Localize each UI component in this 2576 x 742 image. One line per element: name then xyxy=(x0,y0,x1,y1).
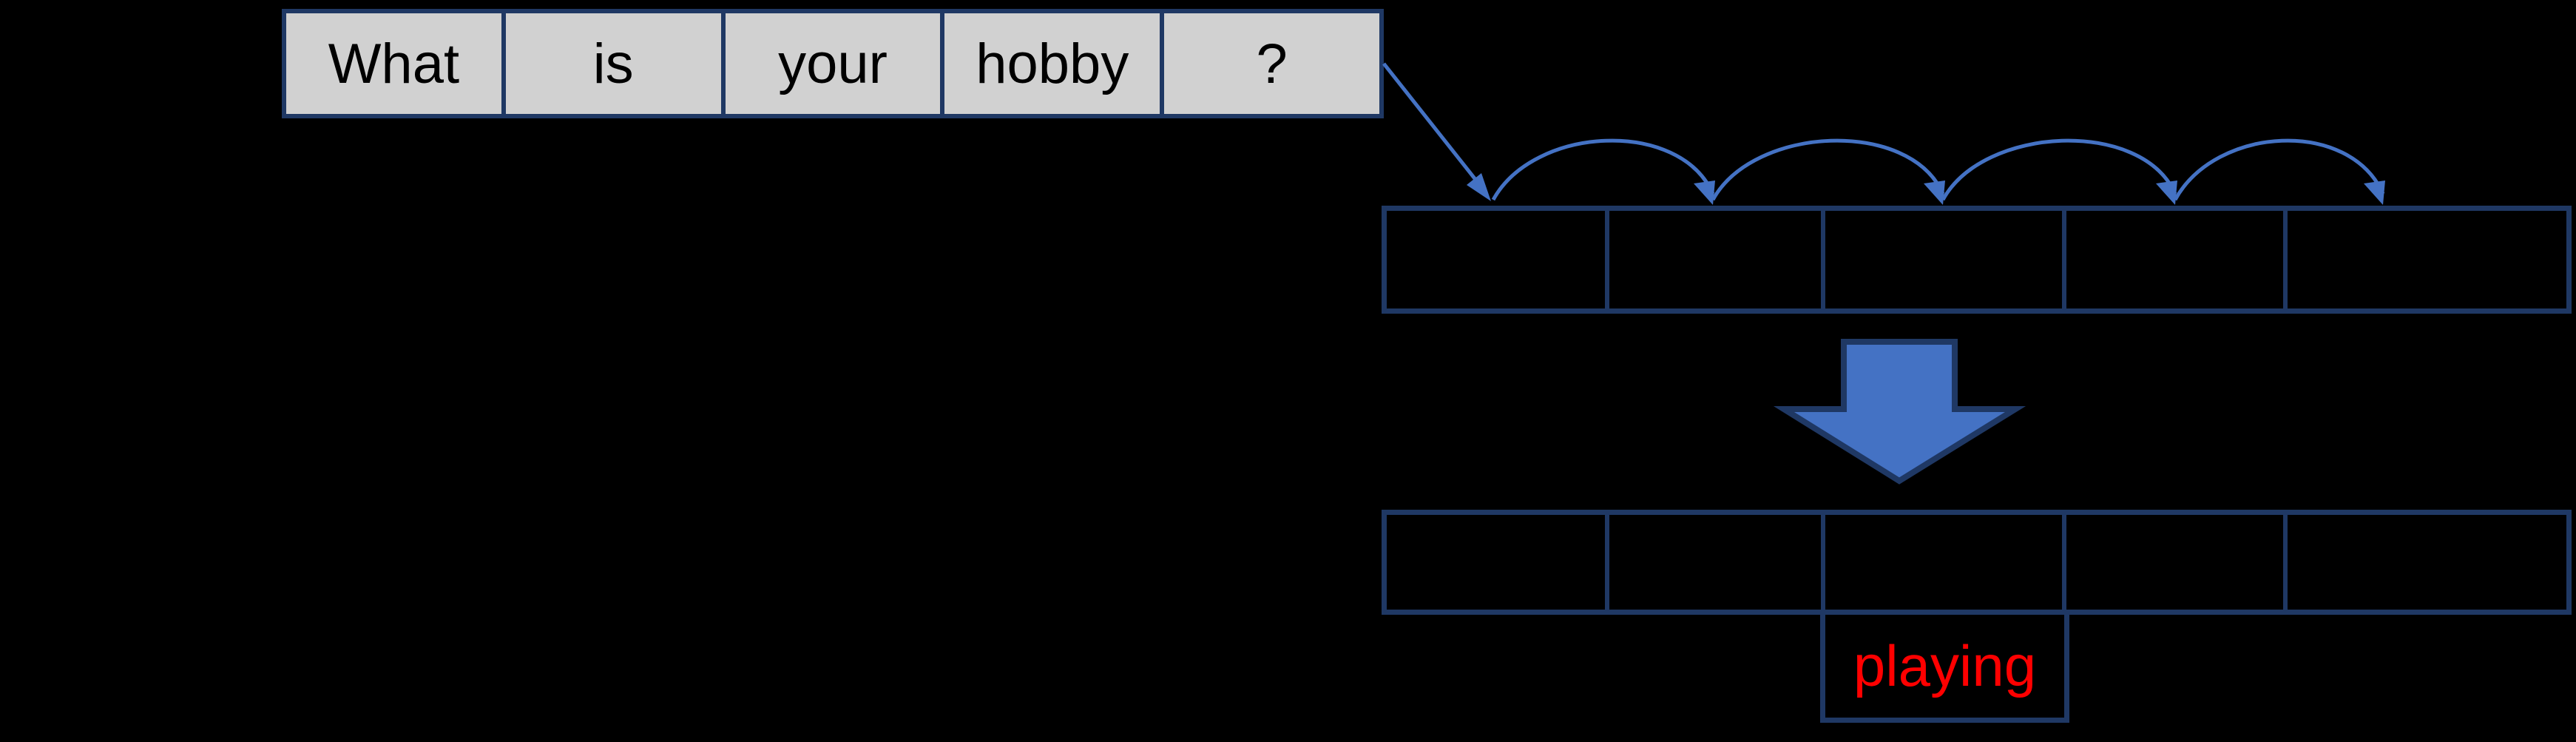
hop-arc-icon xyxy=(2173,138,2385,205)
word-cell-question-mark: ? xyxy=(1160,13,1379,114)
hidden-cell xyxy=(1820,211,2062,308)
hop-arc-icon xyxy=(1711,138,1945,205)
word-cell-is: is xyxy=(501,13,721,114)
prediction-box: playing xyxy=(1820,610,2069,723)
word-cell-what: What xyxy=(328,32,460,95)
hop-arc-icon xyxy=(1491,138,1715,205)
output-cell xyxy=(1604,515,1821,610)
output-cell xyxy=(2062,515,2283,610)
hop-arc-icon xyxy=(1941,138,2177,205)
hidden-cell xyxy=(2283,211,2566,308)
output-cell xyxy=(1820,515,2062,610)
output-row xyxy=(1382,510,2572,615)
word-cell-hobby: hobby xyxy=(940,13,1160,114)
big-down-arrow-icon xyxy=(1773,339,2026,485)
word-cell-your: your xyxy=(720,13,941,114)
output-cell xyxy=(1387,515,1605,610)
output-cell xyxy=(2283,515,2566,610)
input-flow-arrow-icon xyxy=(1382,62,1491,201)
hidden-cell xyxy=(2062,211,2283,308)
hidden-cell xyxy=(1387,211,1605,308)
sentence-row: What is your hobby ? xyxy=(282,9,1384,118)
hidden-cell xyxy=(1604,211,1821,308)
prediction-label: playing xyxy=(1853,633,2037,698)
hidden-state-row xyxy=(1382,206,2572,314)
